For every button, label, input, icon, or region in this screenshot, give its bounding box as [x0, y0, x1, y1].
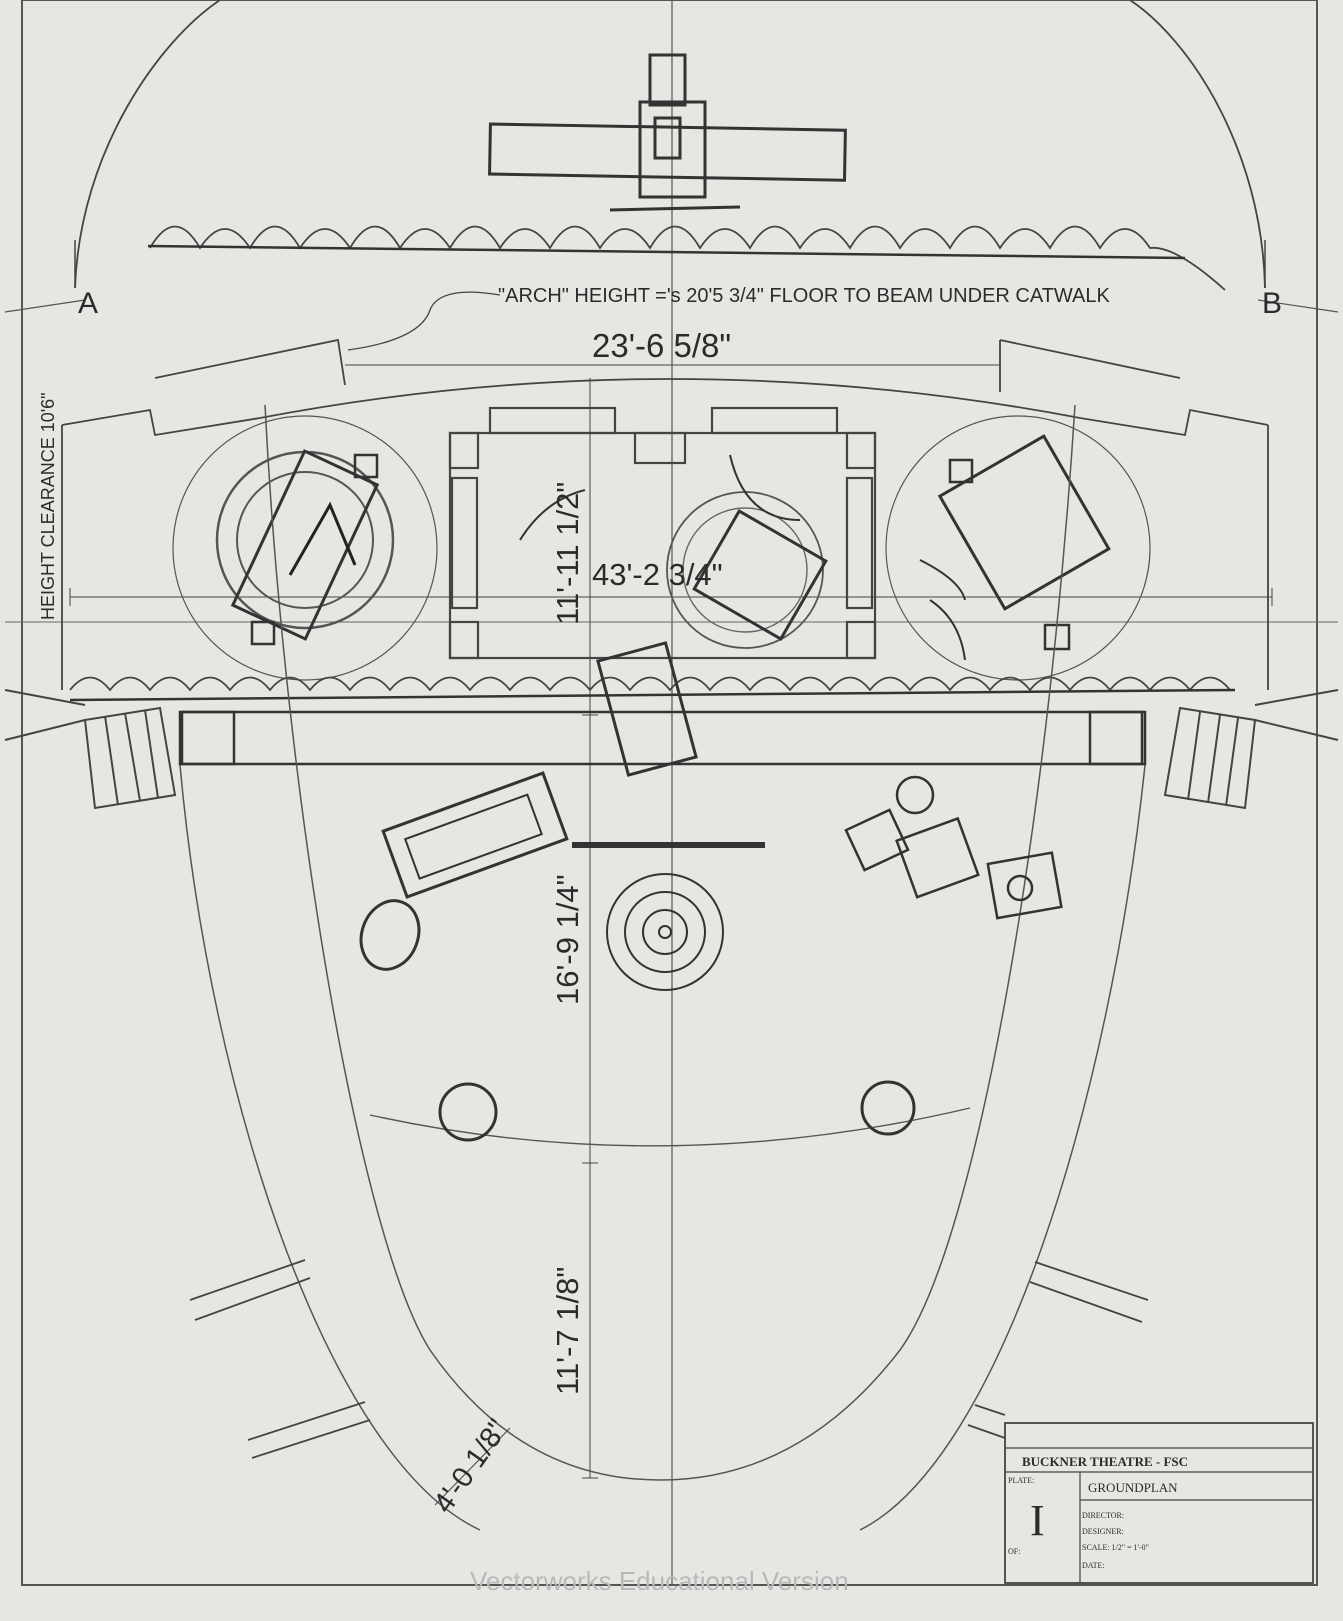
reference-line-ab-right	[1257, 299, 1339, 313]
title-block-theatre: BUCKNER THEATRE - FSC	[1022, 1454, 1188, 1469]
arch-width-dimension: 23'-6 5/8"	[592, 327, 731, 364]
height-clearance-label: HEIGHT CLEARANCE 10'6"	[38, 392, 58, 620]
upstage-depth-dimension: 11'-11 1/2"	[550, 482, 585, 625]
title-block-sheet-title: GROUNDPLAN	[1088, 1480, 1178, 1495]
downstage-batten	[69, 688, 1236, 702]
upstage-platform-sketch	[488, 53, 847, 212]
point-a-label: A	[78, 287, 98, 320]
stairs-left	[4, 689, 177, 810]
watermark: Vectorworks Educational Version	[470, 1566, 849, 1596]
title-block-plate-label: PLATE:	[1008, 1476, 1034, 1485]
mid-depth-dimension: 16'-9 1/4"	[550, 874, 585, 1005]
arch-note-leader	[347, 291, 501, 351]
apron-width-dimension: 4'-0 1/8"	[428, 1414, 515, 1519]
title-block	[1004, 1422, 1314, 1584]
downstage-props	[359, 641, 1063, 1142]
point-b-label: B	[1262, 287, 1282, 320]
center-upstage-unit	[448, 406, 877, 660]
thrust-outline-outer	[179, 764, 1146, 1531]
title-block-of-label: OF:	[1008, 1547, 1020, 1556]
upstage-batten	[147, 244, 1186, 260]
title-block-scale: SCALE: 1/2" = 1'-0"	[1082, 1543, 1149, 1552]
reference-line-ab	[4, 299, 86, 313]
stairs-right	[1163, 689, 1339, 810]
turntable-left	[172, 415, 438, 681]
thrust-outline-inner	[264, 404, 1076, 1481]
thrust-arc	[369, 1107, 971, 1147]
title-block-designer: DESIGNER:	[1082, 1527, 1124, 1536]
upstage-curtain	[149, 225, 1226, 291]
proscenium-beam	[178, 710, 1147, 766]
arch-height-note: "ARCH" HEIGHT ='s 20'5 3/4" FLOOR TO BEA…	[498, 285, 1111, 307]
stage-width-dimension: 43'-2 3/4"	[592, 557, 723, 592]
title-block-date: DATE:	[1082, 1561, 1105, 1570]
title-block-director: DIRECTOR:	[1082, 1511, 1124, 1520]
downstage-depth-dimension: 11'-7 1/8"	[550, 1267, 585, 1395]
downstage-curtain	[69, 676, 1231, 692]
title-block-plate-number: I	[1030, 1496, 1045, 1545]
apron-dimension-line	[434, 1427, 511, 1506]
sheet-border	[21, 0, 1318, 1586]
house-seating-edges	[189, 1259, 1149, 1459]
turntable-right	[885, 415, 1151, 681]
proscenium-walls	[61, 338, 1269, 690]
upstage-arch-outline	[74, 0, 1266, 289]
